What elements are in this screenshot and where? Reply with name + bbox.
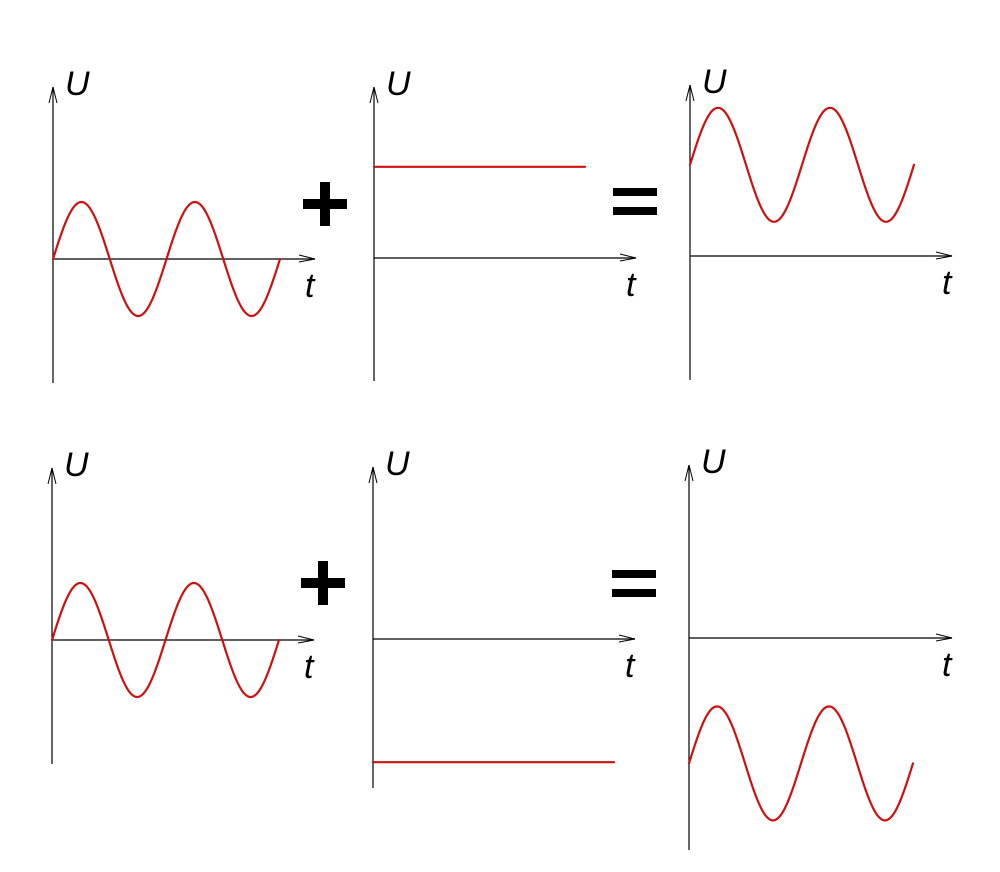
x-axis-label: t [626,266,637,304]
y-axis-label: U [702,63,727,101]
x-axis-arrow-icon [935,251,953,260]
y-axis-arrow-icon [368,466,378,484]
y-axis-label: U [385,445,410,483]
x-axis-label: t [942,264,953,302]
x-axis-label: t [625,647,636,685]
sine-curve [51,200,282,318]
sine-curve [687,705,915,822]
panel-ac-signal: Ut [48,65,316,383]
panel-dc-signal: Ut [368,445,636,788]
x-axis-arrow-icon [297,635,315,644]
y-axis-arrow-icon [369,86,379,104]
y-axis-arrow-icon [684,464,694,482]
panel-dc-signal: Ut [369,65,637,381]
x-axis-arrow-icon [618,634,636,643]
x-axis-label: t [942,646,953,684]
y-axis-label: U [65,65,90,103]
y-axis-arrow-icon [48,86,58,104]
y-axis-arrow-icon [47,467,57,485]
plus-operator-icon [301,561,345,605]
y-axis-label: U [701,443,726,481]
sine-curve [688,106,916,223]
x-axis-arrow-icon [619,253,637,262]
sine-curve [50,581,281,699]
y-axis-arrow-icon [685,84,695,102]
equals-operator-icon [613,188,657,215]
equals-operator-icon [612,570,656,597]
panel-ac-signal: Ut [47,446,315,764]
x-axis-arrow-icon [298,254,316,263]
y-axis-label: U [64,446,89,484]
x-axis-label: t [305,267,316,305]
x-axis-label: t [304,648,315,686]
panel-sum-signal: Ut [684,443,953,850]
plus-operator-icon [303,182,347,226]
x-axis-arrow-icon [935,633,953,642]
panel-sum-signal: Ut [685,63,953,380]
y-axis-label: U [386,65,411,103]
